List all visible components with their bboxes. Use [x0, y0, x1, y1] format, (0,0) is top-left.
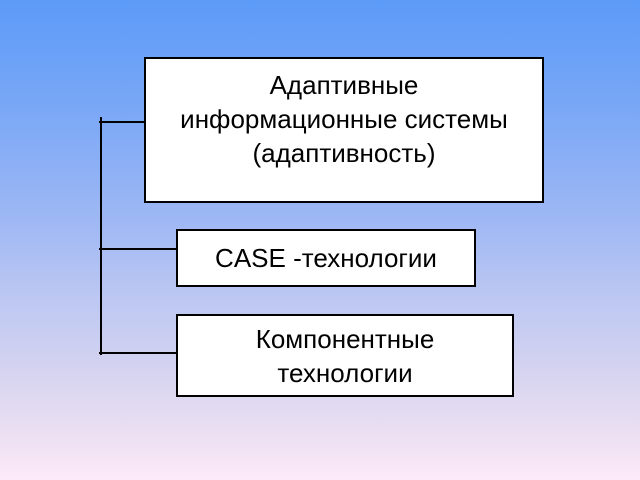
node-case-technologies-label: CASE -технологии — [215, 243, 437, 273]
node-case-technologies: CASE -технологии — [176, 229, 476, 287]
node-adaptive-systems-label: Адаптивные информационные системы (адапт… — [180, 70, 508, 168]
node-adaptive-systems: Адаптивные информационные системы (адапт… — [144, 57, 544, 203]
node-component-technologies: Компонентные технологии — [176, 314, 514, 397]
node-component-technologies-label: Компонентные технологии — [255, 323, 435, 388]
